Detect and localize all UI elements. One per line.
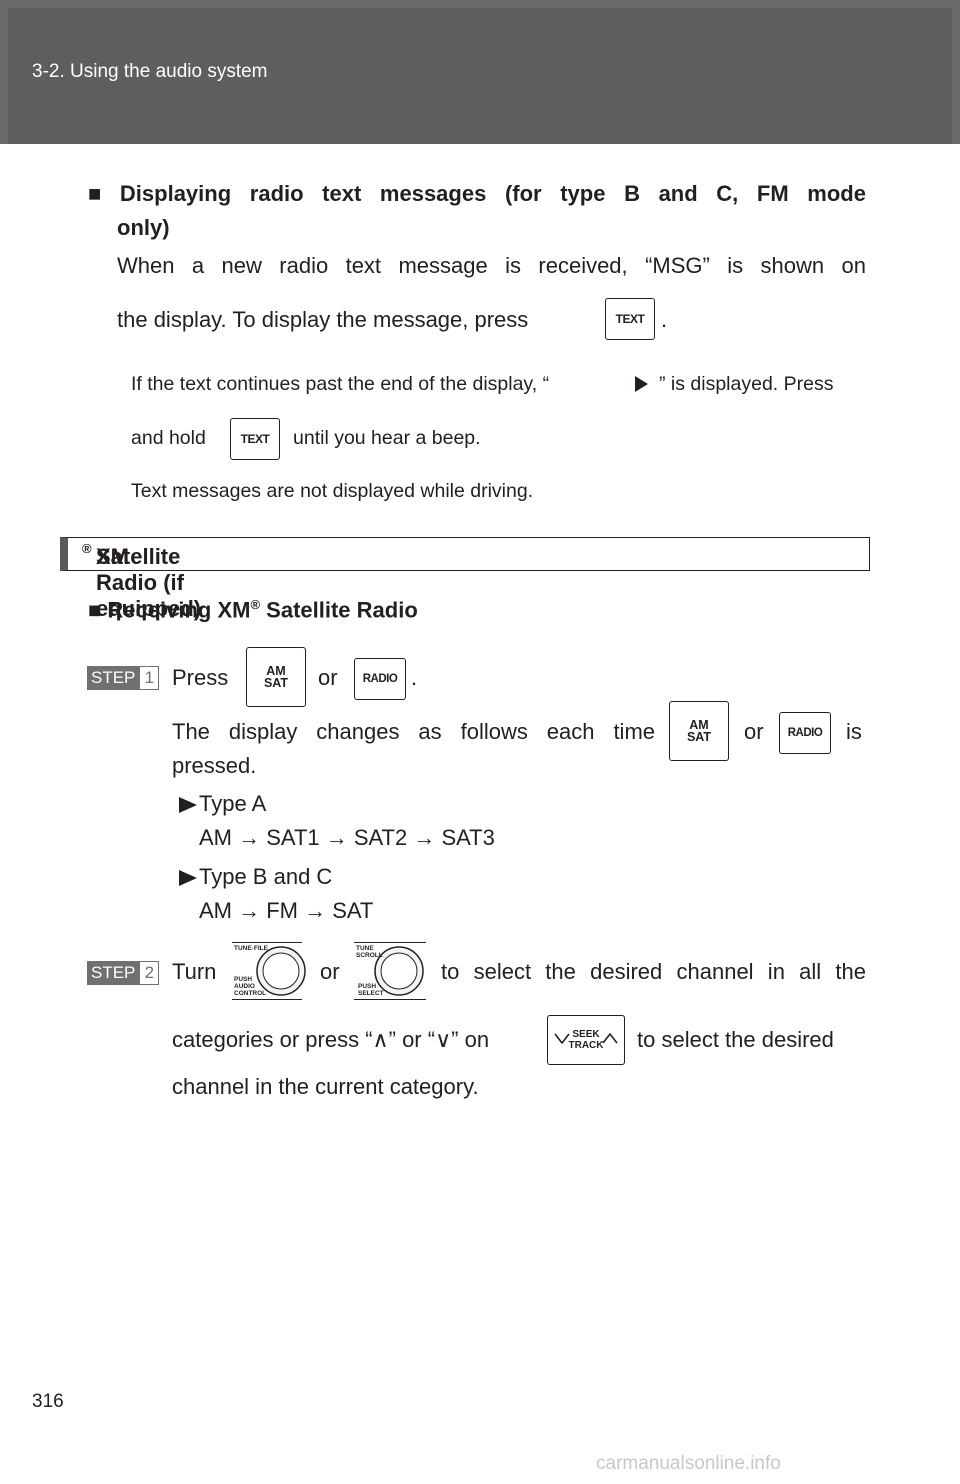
- step2-line3: channel in the current category.: [172, 1074, 479, 1099]
- note1-part-c: and hold: [131, 427, 206, 449]
- step1-paragraph-or: or: [744, 719, 764, 744]
- step1-end: .: [411, 665, 418, 690]
- sec1-heading-line1: ■ Displaying radio text messages (for ty…: [88, 181, 866, 206]
- page-number: 316: [32, 1391, 64, 1412]
- text-button-icon: TEXT: [230, 418, 280, 460]
- type-a-sequence: AM → SAT1 → SAT2 → SAT3: [199, 825, 495, 850]
- type-bc-sequence: AM → FM → SAT: [199, 898, 374, 923]
- step2-line2-a: categories or press “∧” or “∨” on: [172, 1027, 490, 1052]
- note2: Text messages are not displayed while dr…: [131, 480, 534, 502]
- step2-or: or: [320, 959, 340, 984]
- note1-part-b: ” is displayed. Press: [659, 373, 834, 395]
- step2-turn: Turn: [172, 959, 217, 984]
- radio-button-icon: RADIO: [354, 658, 406, 700]
- triangle-bullet-icon: [179, 870, 197, 886]
- sec1-paragraph-end: .: [661, 307, 668, 332]
- type-bc-label: Type B and C: [199, 864, 333, 889]
- note1-part-a: If the text continues past the end of th…: [131, 373, 550, 395]
- note1-part-d: until you hear a beep.: [293, 427, 481, 449]
- sec1-heading-line2: only): [117, 215, 170, 240]
- type-a-label: Type A: [199, 791, 267, 816]
- step2-line1-rest: to select the desired channel in all the: [441, 959, 866, 984]
- page-header: 3-2. Using the audio system: [0, 0, 960, 144]
- section-title-bar: XM® Satellite Radio (if equipped): [60, 537, 870, 621]
- step1-press: Press: [172, 665, 229, 690]
- section-title: XM® Satellite Radio (if equipped): [82, 541, 202, 621]
- radio-button-icon: RADIO: [779, 712, 831, 754]
- text-button-icon: TEXT: [605, 298, 655, 340]
- triangle-bullet-icon: [179, 797, 197, 813]
- header-band: [8, 8, 952, 144]
- watermark: carmanualsonline.info: [596, 1453, 781, 1474]
- step1-paragraph-is: is: [846, 719, 862, 744]
- step1-paragraph-line1: The display changes as follows each time: [172, 719, 655, 744]
- right-arrow-icon: [635, 376, 648, 392]
- subheading: ■ Receiving XM® Satellite Radio: [88, 597, 418, 623]
- sec1-paragraph-line2: the display. To display the message, pre…: [117, 307, 529, 332]
- sec1-paragraph-line1: When a new radio text message is receive…: [117, 253, 866, 278]
- step2-line2-b: to select the desired: [637, 1027, 834, 1052]
- step1-or: or: [318, 665, 338, 690]
- step1-paragraph-line2: pressed.: [172, 753, 257, 778]
- header-title: 3-2. Using the audio system: [32, 61, 268, 82]
